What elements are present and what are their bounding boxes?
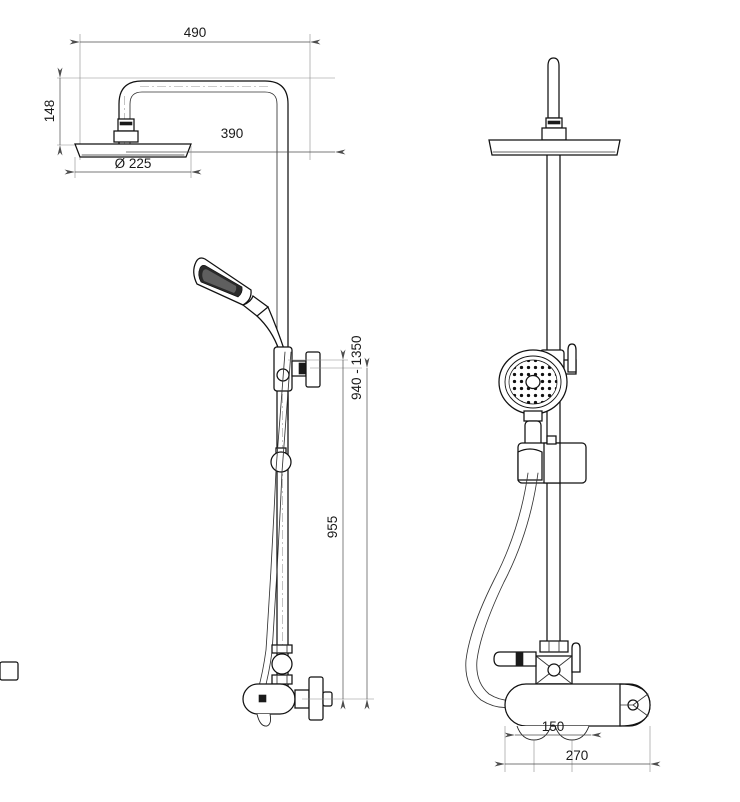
- bracket-lever-front: [567, 343, 577, 373]
- dimension-group-front: 150 270: [494, 719, 661, 772]
- valve-outlet-spout: [256, 713, 272, 727]
- diverter-lever-base: [0, 661, 19, 681]
- hose-front-edge-inner: [476, 472, 539, 701]
- thermostatic-mixer-valve-front: [504, 683, 651, 741]
- handset-face-highlight: [202, 269, 237, 293]
- head-hub-front: [541, 127, 567, 141]
- flexible-shower-hose: [257, 351, 292, 693]
- handset-spray-face: [198, 264, 243, 298]
- valve-body: [242, 683, 296, 715]
- handset-handle: [256, 305, 286, 353]
- dim-label-arm-reach: 390: [221, 126, 244, 141]
- side-view-group: [57, 34, 335, 727]
- dim-label-head-height: 148: [42, 100, 57, 123]
- diverter-lever-front: [571, 642, 581, 673]
- shower-head-hub: [113, 130, 139, 143]
- clip-ring: [270, 451, 292, 473]
- head-disc-front: [488, 139, 621, 156]
- head-riser-stub: [547, 57, 560, 119]
- handset-neck-front: [523, 410, 543, 422]
- dim-label-handset-range: 940 - 1350: [349, 335, 364, 400]
- temperature-handle-marks: [619, 693, 649, 717]
- thermostatic-mixer-valve: [242, 676, 333, 727]
- dim-label-overall-reach: 490: [184, 25, 207, 40]
- dim-label-head-diameter: Ø 225: [115, 156, 152, 171]
- dim-label-riser-height: 955: [325, 516, 340, 539]
- holder-clamp-tab: [546, 435, 557, 445]
- shower-head-collar-band: [119, 121, 133, 126]
- hose-inlet-elbow-front: [493, 651, 537, 667]
- handset-face-centre: [525, 374, 541, 390]
- diverter-top-nut: [271, 644, 293, 654]
- dim-label-inlet-centres: 150: [542, 719, 565, 734]
- front-view-group: [0, 57, 651, 741]
- riser-rail: [276, 359, 289, 701]
- shower-head-disc: [74, 143, 192, 158]
- diverter-nut-top-front: [539, 640, 569, 653]
- handset-bracket: [273, 346, 321, 392]
- hose-edge-inner: [263, 351, 292, 693]
- dim-label-valve-width: 270: [566, 748, 589, 763]
- hose-front-edge-outer: [465, 472, 529, 709]
- flexible-shower-hose-front: [465, 472, 539, 709]
- diverter-hub-front: [547, 663, 561, 677]
- valve-marker: [258, 694, 267, 703]
- overhead-rain-shower-head: [74, 118, 192, 158]
- temperature-control-handle: [308, 676, 324, 721]
- gooseneck-shower-arm: [118, 80, 289, 421]
- holder-rail-clamp: [543, 442, 561, 484]
- hose-edge-outer: [257, 351, 286, 691]
- handset-holder-front: [517, 435, 587, 484]
- holder-cradle-front: [517, 448, 543, 481]
- diverter-knob: [271, 653, 293, 675]
- overhead-rain-shower-head-front: [488, 57, 621, 156]
- diverter-bottom-nut: [271, 674, 293, 685]
- bracket-arm-shadow: [298, 362, 307, 375]
- dimension-group-side: 490 148 390 Ø 225 940 - 1350 955: [42, 25, 374, 710]
- head-collar-band-front: [547, 120, 561, 125]
- handheld-shower-handset: [193, 257, 286, 353]
- diverter-valve: [271, 644, 293, 685]
- hose-inlet-band: [515, 651, 524, 667]
- bracket-outer-knob: [305, 351, 321, 388]
